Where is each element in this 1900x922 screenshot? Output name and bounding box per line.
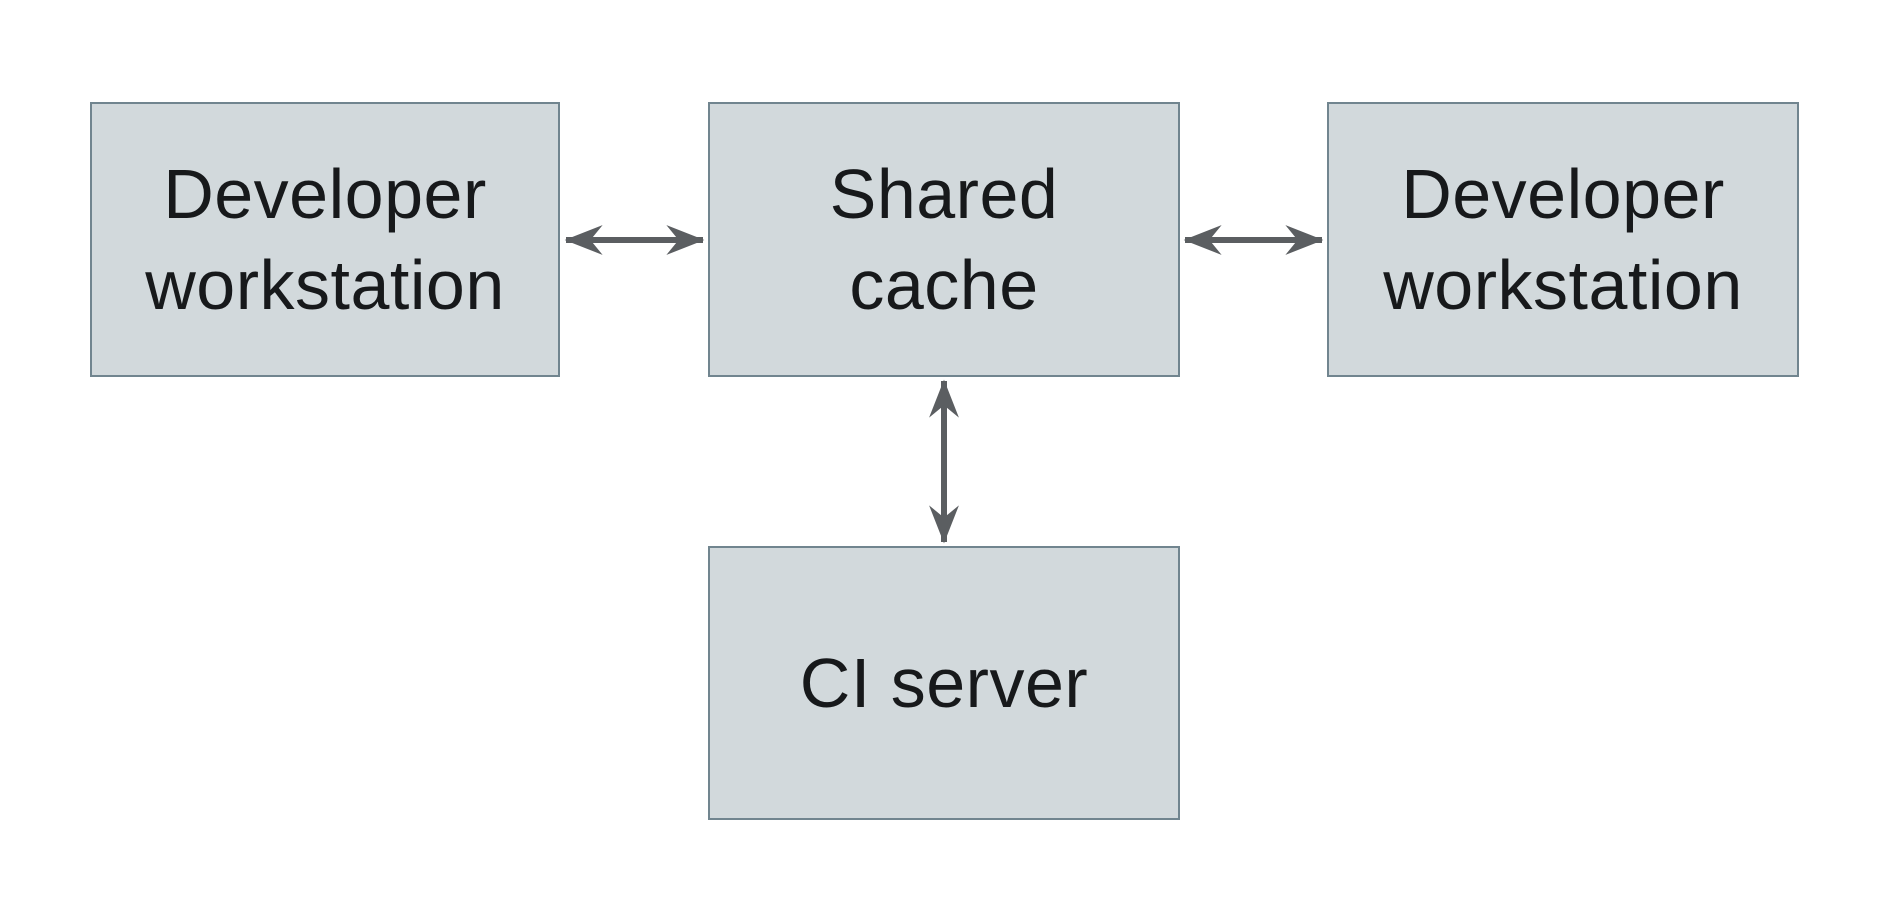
node-developer-workstation-left: Developer workstation — [90, 102, 560, 377]
node-ci-server: CI server — [708, 546, 1180, 820]
node-label-shared-cache: Shared cache — [829, 154, 1059, 324]
node-label-developer-workstation-left: Developer workstation — [145, 154, 505, 324]
node-label-ci-server: CI server — [799, 643, 1089, 722]
node-label-developer-workstation-right: Developer workstation — [1383, 154, 1743, 324]
node-shared-cache: Shared cache — [708, 102, 1180, 377]
node-developer-workstation-right: Developer workstation — [1327, 102, 1799, 377]
